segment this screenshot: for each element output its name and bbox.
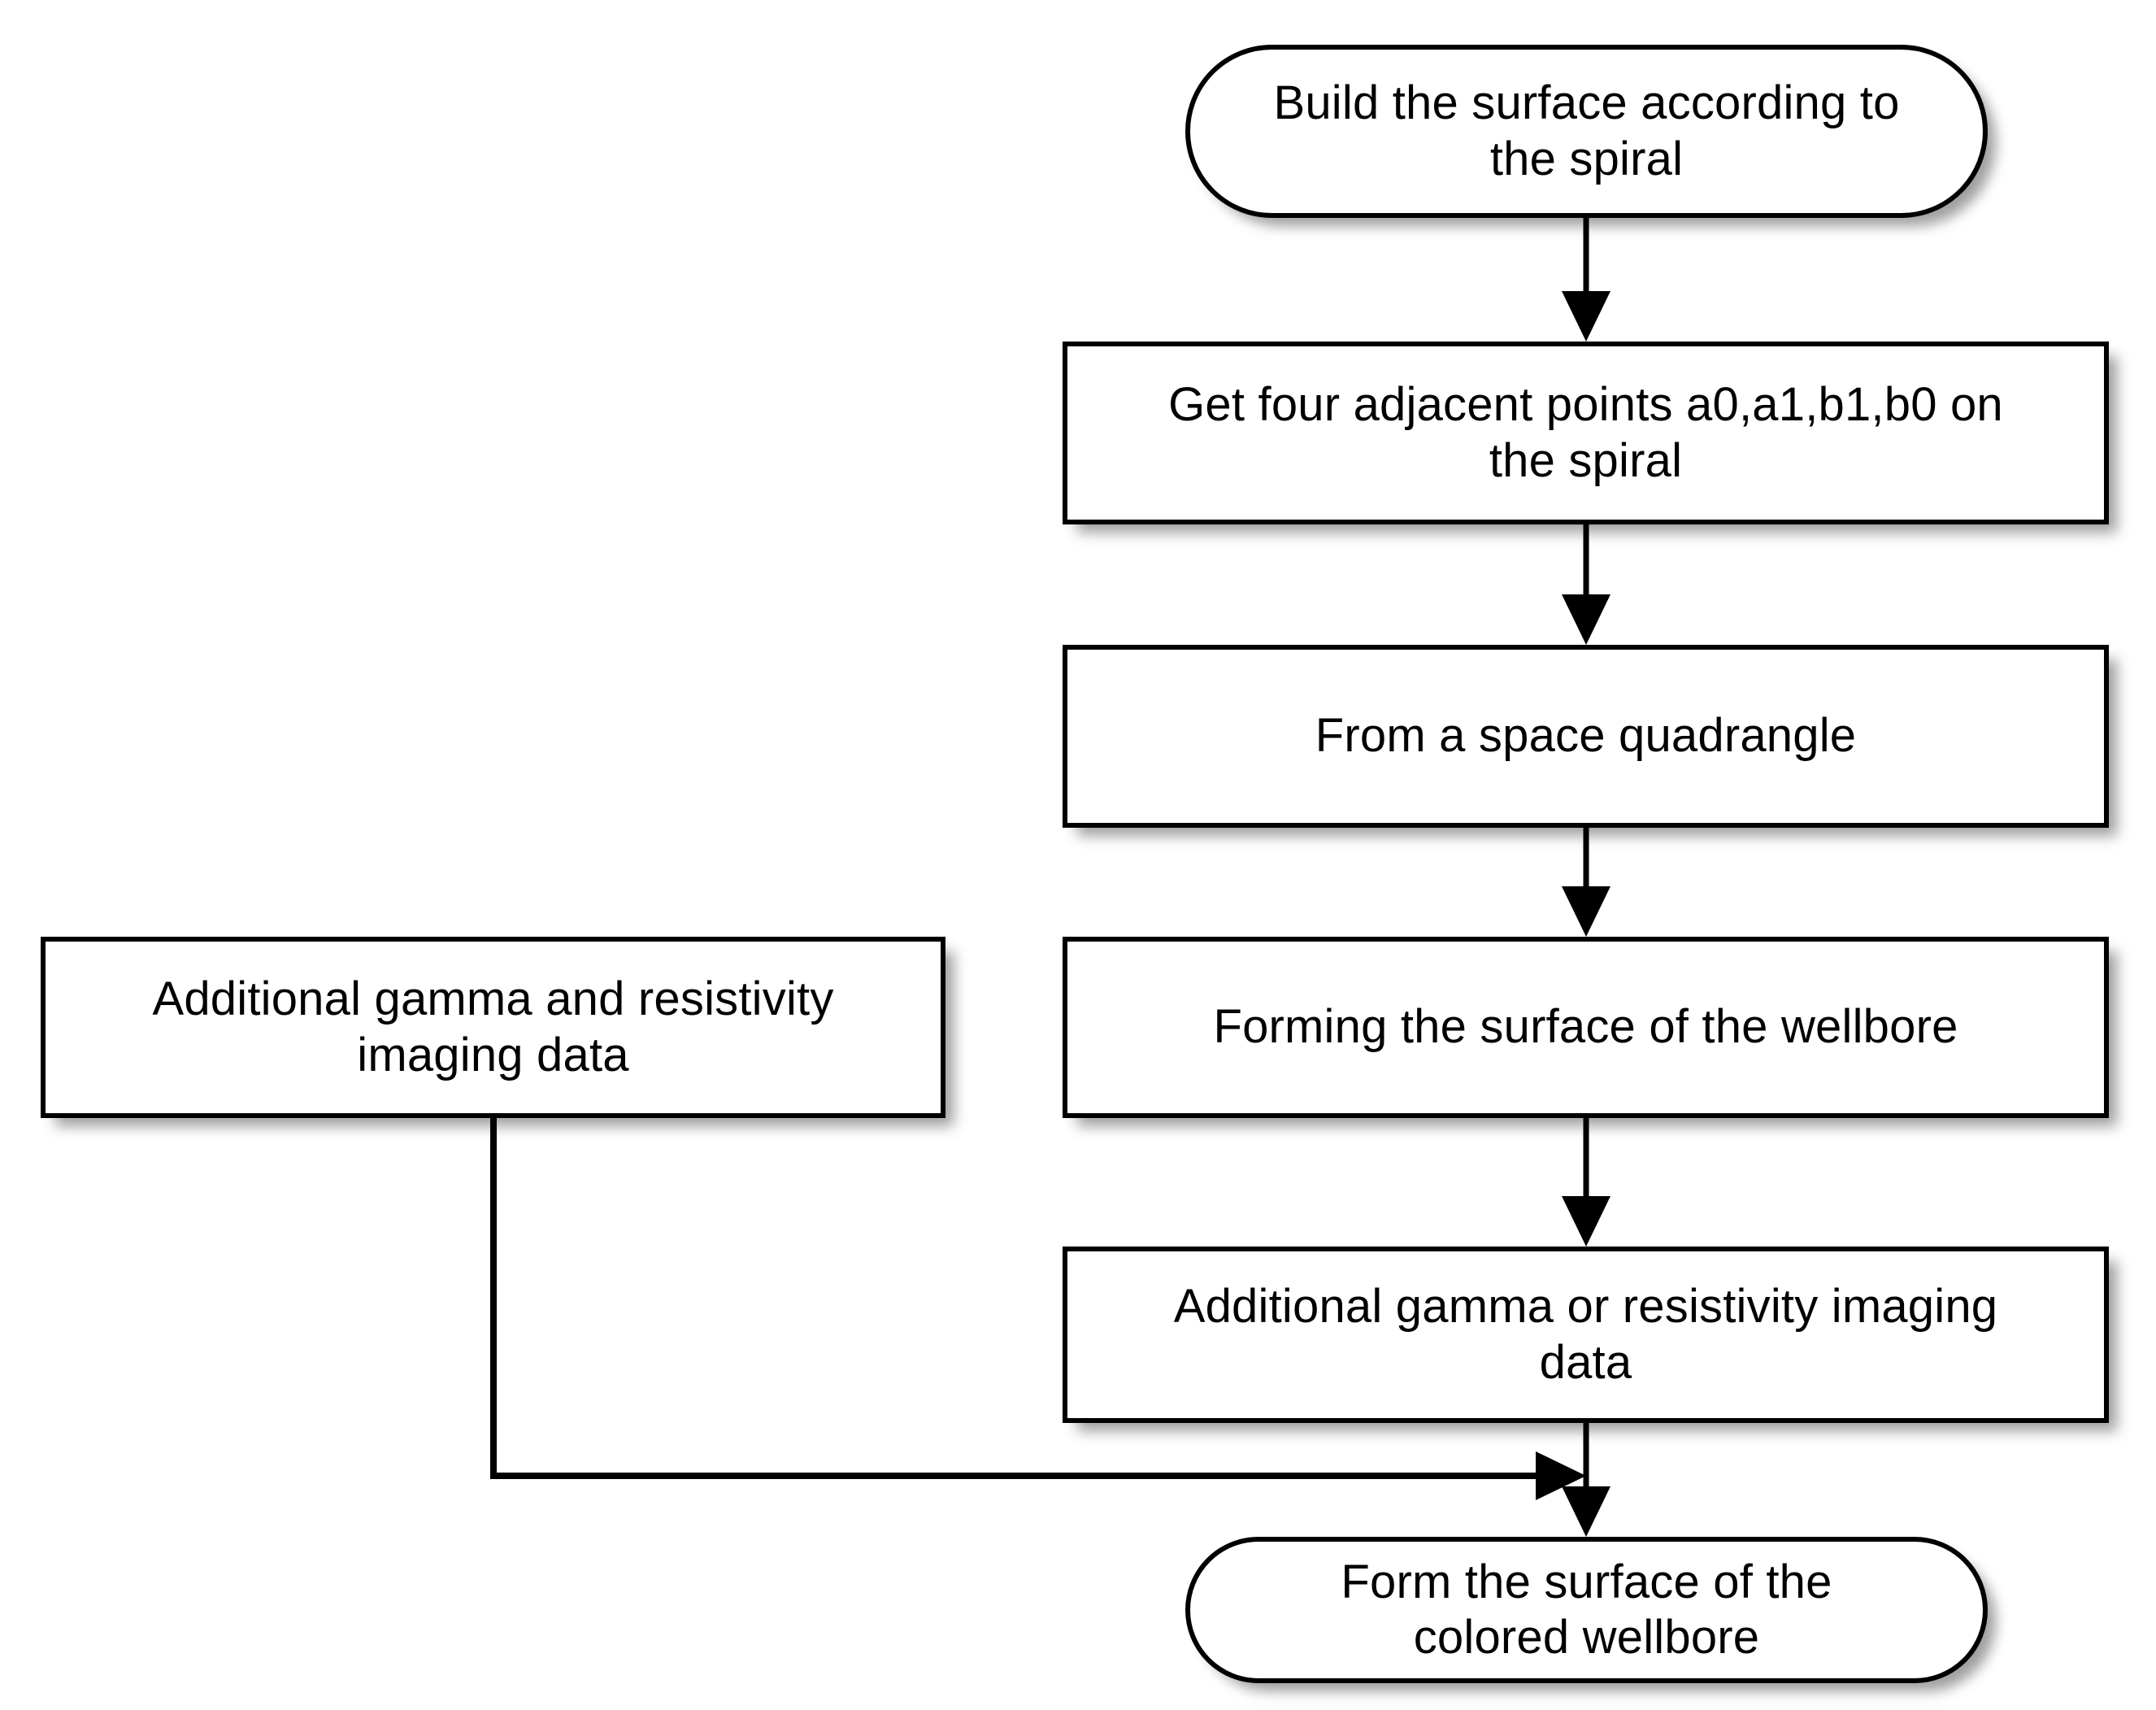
node-label: Build the surface according to the spira… bbox=[1273, 76, 1900, 185]
edge-gammaand-to-junction bbox=[490, 1118, 1586, 1500]
edge-forming-to-gammaor bbox=[1562, 1118, 1610, 1247]
node-label: Get four adjacent points a0,a1,b1,b0 on … bbox=[1168, 378, 2003, 487]
node-label: Additional gamma and resistivity imaging… bbox=[152, 972, 834, 1081]
edge-quadrangle-to-forming bbox=[1562, 828, 1610, 937]
node-additional-gamma-or[interactable]: Additional gamma or resistivity imaging … bbox=[1063, 1247, 2109, 1423]
edge-build-to-getpoints bbox=[1562, 218, 1610, 342]
node-label: Forming the surface of the wellbore bbox=[1213, 1000, 1958, 1054]
node-forming-surface-wellbore[interactable]: Forming the surface of the wellbore bbox=[1063, 937, 2109, 1118]
node-additional-gamma-and[interactable]: Additional gamma and resistivity imaging… bbox=[41, 937, 945, 1118]
edge-gammaor-to-colored bbox=[1562, 1423, 1610, 1537]
node-space-quadrangle[interactable]: From a space quadrangle bbox=[1063, 645, 2109, 828]
node-label: Form the surface of the colored wellbore bbox=[1341, 1555, 1832, 1664]
node-build-surface-spiral[interactable]: Build the surface according to the spira… bbox=[1185, 45, 1988, 218]
node-get-four-points[interactable]: Get four adjacent points a0,a1,b1,b0 on … bbox=[1063, 342, 2109, 524]
node-form-colored-wellbore[interactable]: Form the surface of the colored wellbore bbox=[1185, 1537, 1988, 1683]
node-label: From a space quadrangle bbox=[1315, 709, 1857, 763]
edge-getpoints-to-quadrangle bbox=[1562, 524, 1610, 645]
node-label: Additional gamma or resistivity imaging … bbox=[1173, 1280, 1998, 1389]
